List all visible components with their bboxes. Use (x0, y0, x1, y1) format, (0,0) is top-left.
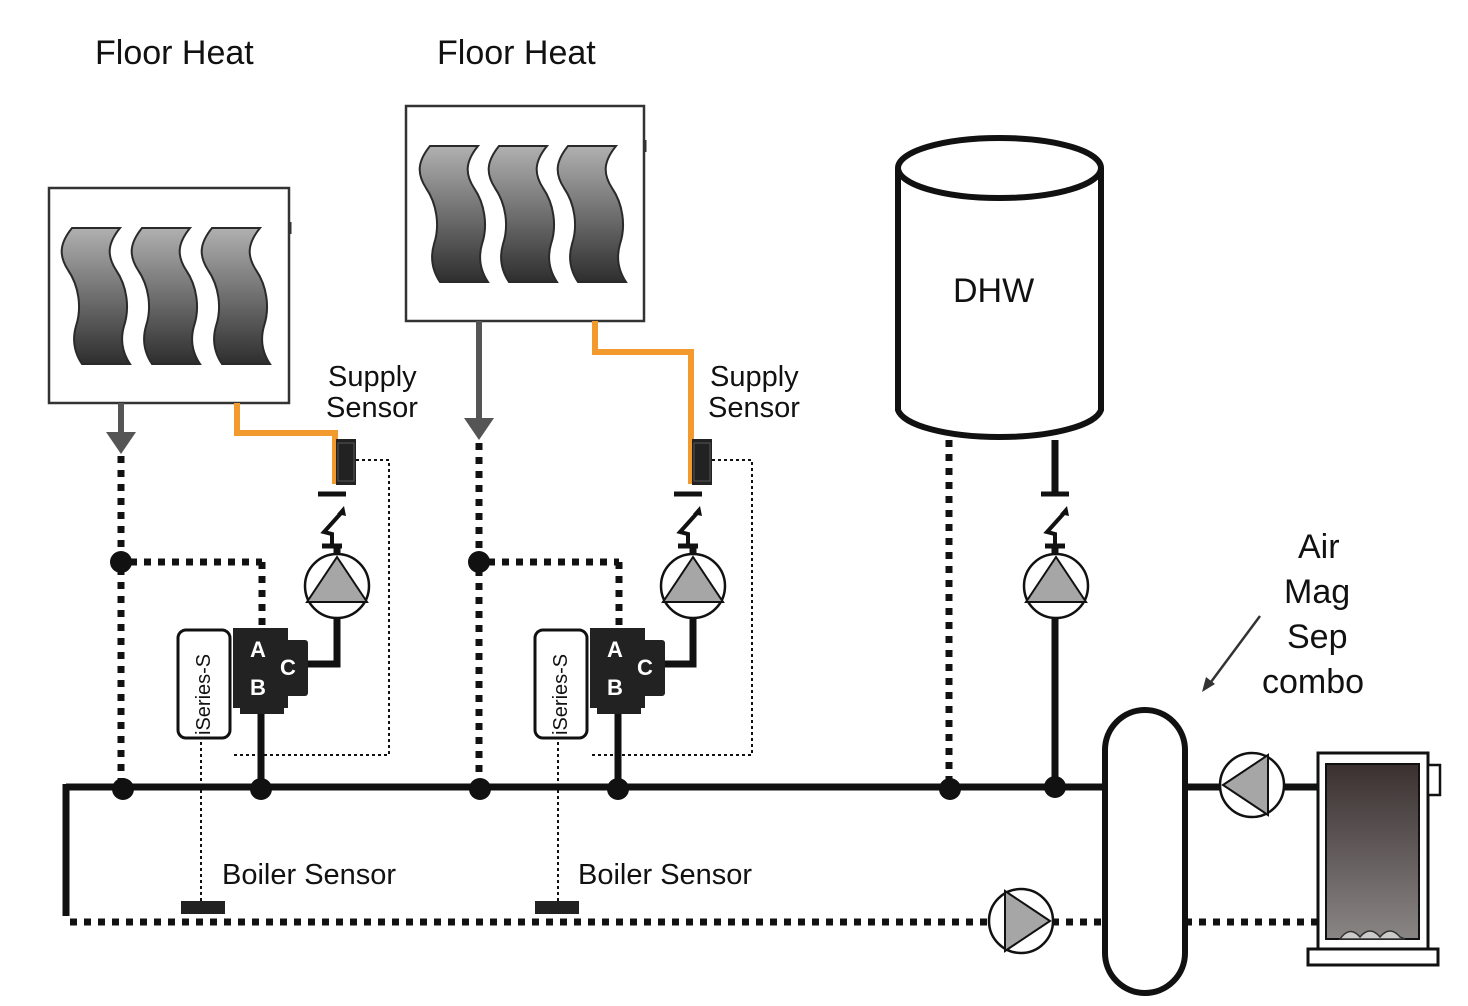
pointer-arrow-icon (1202, 615, 1262, 692)
supply-sensor-label-2b: Sensor (708, 392, 800, 424)
tee-junction (468, 551, 490, 573)
tee-junction (939, 778, 961, 800)
boiler-icon (1306, 751, 1442, 967)
check-valve-icon (318, 494, 346, 546)
radiant-panel-icon (47, 186, 292, 405)
supply-sensor-label-1a: Supply (328, 361, 417, 393)
port-c-label: C (280, 655, 296, 680)
check-valve-icon (1041, 494, 1069, 546)
tee-junction (469, 778, 491, 800)
port-a-label: A (607, 637, 623, 662)
port-c-label: C (637, 655, 653, 680)
circulator-pump-icon (987, 887, 1055, 955)
tee-junction (112, 778, 134, 800)
radiant-panel-icon (404, 104, 647, 323)
air-separator-icon (1102, 707, 1188, 996)
sensor-wire (592, 321, 694, 484)
air-mag-sep-label-1: Air (1298, 528, 1340, 566)
sensor-icon (181, 901, 225, 914)
circulator-pump-icon (303, 552, 371, 620)
check-valve-icon (674, 494, 702, 546)
air-mag-sep-label-4: combo (1262, 663, 1364, 701)
floor-heat-title-1: Floor Heat (95, 34, 254, 72)
tee-junction (110, 551, 132, 573)
sensor-icon (535, 901, 579, 914)
tee-junction (1044, 776, 1066, 798)
return-arrow-icon (464, 418, 494, 440)
iseries-label-2: iSeries-S (550, 654, 572, 735)
supply-sensor-label-2a: Supply (710, 361, 799, 393)
circulator-pump-icon (1218, 751, 1286, 819)
boiler-sensor-label-1: Boiler Sensor (222, 859, 396, 891)
circulator-pump-icon (1022, 552, 1090, 620)
floor-heat-title-2: Floor Heat (437, 34, 596, 72)
boiler-sensor-label-2: Boiler Sensor (578, 859, 752, 891)
circulator-pump-icon (659, 552, 727, 620)
sensor-wire (234, 403, 338, 484)
air-mag-sep-label-3: Sep (1287, 618, 1348, 656)
sensor-icon (336, 439, 356, 485)
port-b-label: B (607, 675, 623, 700)
dhw-label: DHW (953, 272, 1034, 310)
iseries-label-1: iSeries-S (193, 654, 215, 735)
tank-icon (895, 135, 1104, 441)
mixing-valve-icon[interactable]: A B C (533, 628, 665, 740)
mixing-valve-icon[interactable]: A B C (176, 628, 308, 740)
supply-sensor-label-1b: Sensor (326, 392, 418, 424)
return-arrow-icon (106, 432, 136, 454)
port-a-label: A (250, 637, 266, 662)
air-mag-sep-label-2: Mag (1284, 573, 1350, 611)
sensor-icon (692, 439, 712, 485)
port-b-label: B (250, 675, 266, 700)
